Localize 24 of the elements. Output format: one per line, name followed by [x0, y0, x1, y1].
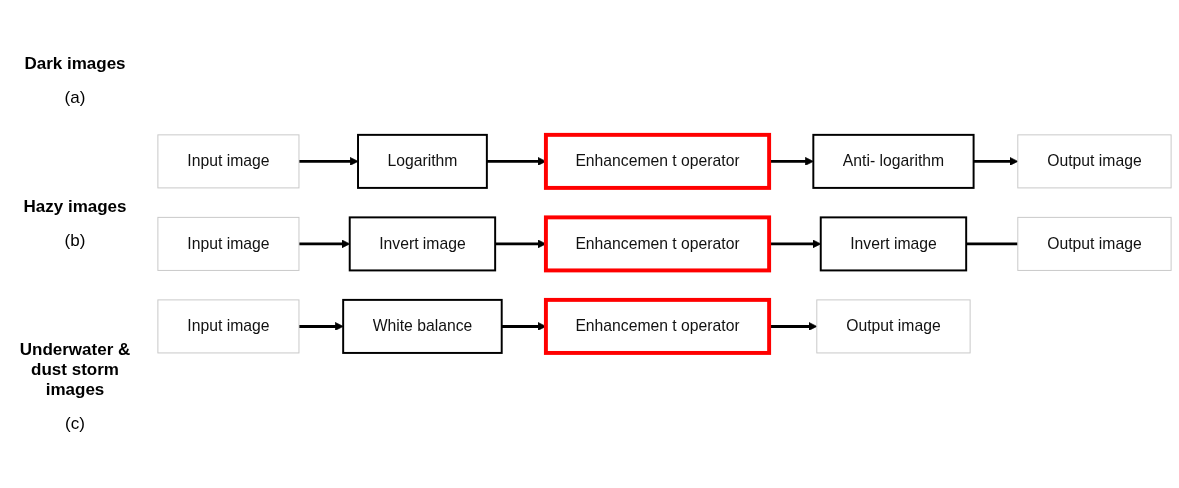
node-box: Input image [157, 217, 300, 271]
node-box: Input image [157, 134, 300, 189]
arrow [973, 157, 1019, 166]
node-box: Input image [157, 299, 300, 354]
panel-letter: (b) [64, 231, 86, 251]
panel-letter: (a) [64, 88, 86, 109]
node-box: Anti- logarithm [812, 133, 975, 189]
node-box: White balance [342, 299, 503, 354]
row-title: Hazy images [22, 197, 128, 217]
node-box: Output image [1017, 134, 1172, 189]
connector [966, 242, 1018, 246]
node-box: Invert image [348, 216, 497, 272]
arrow [298, 157, 359, 166]
arrow [298, 322, 344, 331]
panel-letter: (c) [65, 413, 85, 434]
node-box: Output image [1017, 217, 1172, 271]
node-box: Output image [816, 299, 971, 354]
row-title: Dark images [23, 54, 127, 75]
row-title: Underwater & dust storm images [18, 339, 132, 400]
node-box: Enhancemen t operator [543, 298, 772, 355]
node-box: Enhancemen t operator [543, 215, 772, 273]
node-box: Enhancemen t operator [543, 133, 772, 190]
node-box: Invert image [819, 216, 968, 272]
node-box: Logarithm [357, 133, 488, 189]
